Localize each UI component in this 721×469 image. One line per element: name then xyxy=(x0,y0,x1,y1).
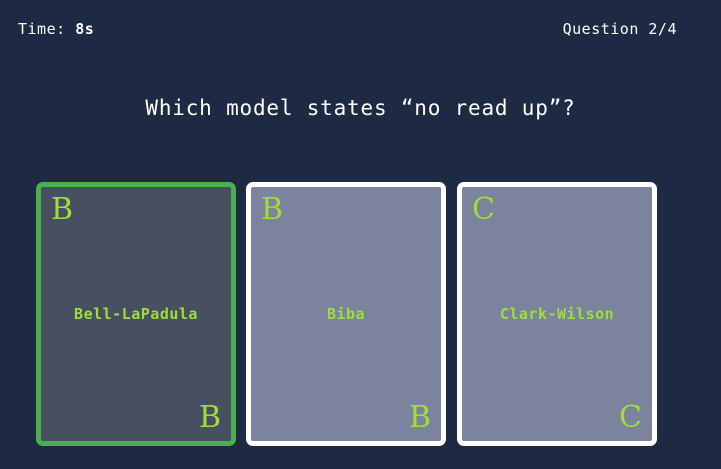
quiz-hud: Time: 8s Question 2/4 xyxy=(0,0,721,58)
card-corner-letter-top-left: B xyxy=(51,192,74,227)
question-counter: Question 2/4 xyxy=(562,20,677,38)
timer-display: Time: 8s xyxy=(18,20,94,38)
question-prompt: Which model states “no read up”? xyxy=(145,96,576,120)
card-label: Bell-LaPadula xyxy=(74,305,198,323)
card-corner-letter-bottom-right: C xyxy=(619,400,642,435)
card-label: Clark-Wilson xyxy=(499,305,615,323)
answer-card-clark-wilson[interactable]: C Clark-Wilson C xyxy=(457,182,657,446)
timer-label: Time: xyxy=(18,20,66,38)
timer-value: 8s xyxy=(75,20,95,38)
answer-card-biba[interactable]: B Biba B xyxy=(246,182,446,446)
card-label: Biba xyxy=(326,305,366,323)
answer-card-bell-lapadula[interactable]: B Bell-LaPadula B xyxy=(36,182,236,446)
card-corner-letter-top-left: C xyxy=(472,192,495,227)
card-corner-letter-bottom-right: B xyxy=(408,400,431,435)
card-corner-letter-top-left: B xyxy=(261,192,284,227)
answer-card-row: B Bell-LaPadula B B Biba B C Clark-Wilso… xyxy=(36,182,661,446)
card-corner-letter-bottom-right: B xyxy=(198,400,221,435)
